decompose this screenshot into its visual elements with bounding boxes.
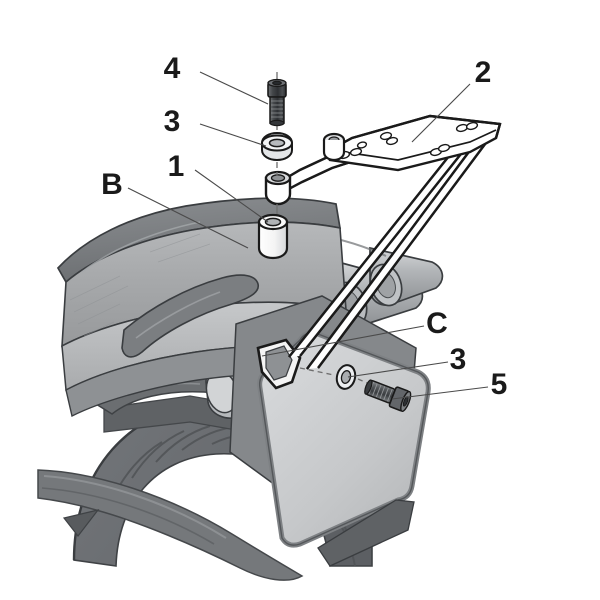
socket-head-bolt-upper	[267, 78, 287, 127]
callout-label-5: 5	[491, 368, 508, 401]
callout-label-3-upper: 3	[164, 105, 181, 138]
luggage-rack-assembly	[264, 114, 502, 370]
leader-1	[194, 169, 269, 223]
washer-upper	[261, 131, 293, 162]
leader-3-lower	[347, 361, 449, 378]
rack-support-tubes	[288, 127, 498, 370]
rear-hugger-fender	[37, 469, 304, 581]
washer-lower	[335, 364, 357, 390]
socket-head-bolt-lower	[364, 379, 412, 412]
rack-plate-eyelet	[322, 132, 346, 162]
side-panel	[229, 295, 431, 567]
leader-5	[391, 386, 489, 400]
leader-3-upper	[199, 123, 267, 147]
spacer-bushing	[257, 213, 289, 260]
rack-top-plate	[328, 114, 502, 172]
callout-labels: 4 3 1 B 2 C 3 5	[101, 52, 507, 401]
callout-label-3-lower: 3	[450, 343, 467, 376]
callout-leaders	[127, 71, 489, 400]
leader-B	[127, 187, 249, 249]
leader-4	[199, 71, 269, 105]
leader-C	[261, 325, 425, 357]
callout-label-4: 4	[164, 52, 181, 85]
rack-mount-eyelet	[264, 170, 292, 206]
callout-label-1: 1	[168, 150, 185, 183]
callout-label-B: B	[101, 168, 123, 201]
leader-2	[411, 83, 471, 143]
callout-label-2: 2	[475, 56, 492, 89]
callout-label-C: C	[426, 307, 448, 340]
